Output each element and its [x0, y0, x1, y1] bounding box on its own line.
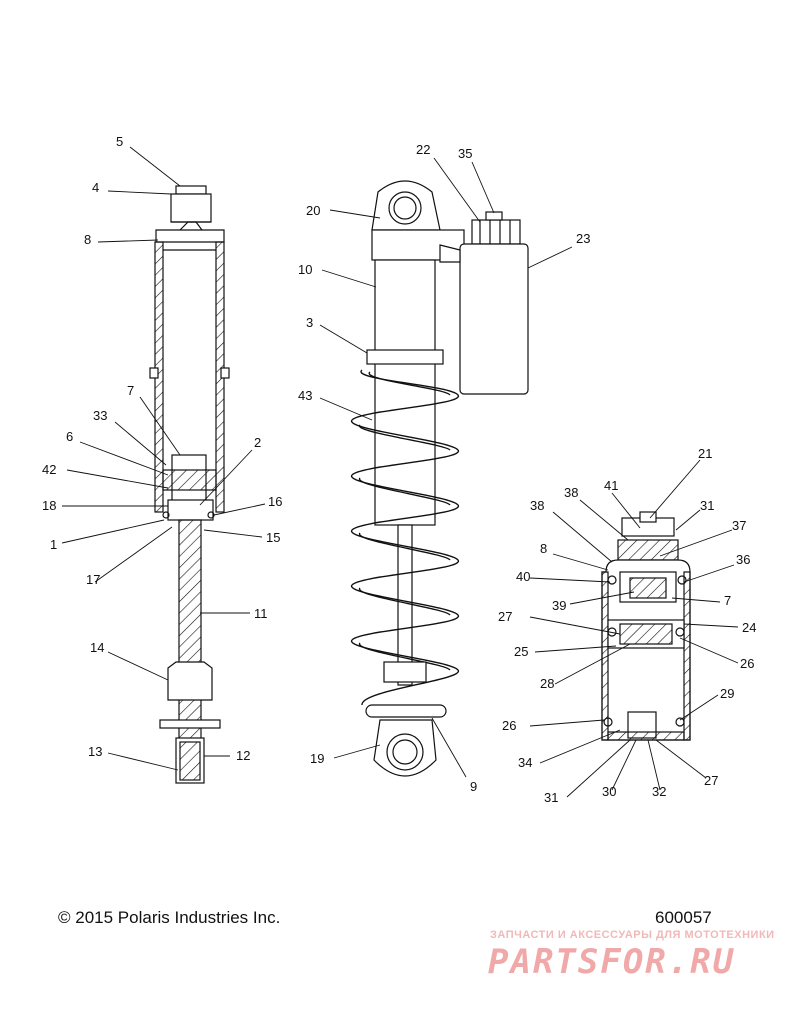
callout-7-right: 7	[724, 593, 731, 608]
shock-body	[374, 259, 436, 526]
callout-8-right: 8	[540, 541, 547, 556]
copyright-text: © 2015 Polaris Industries Inc.	[58, 908, 281, 927]
callout-26-right: 26	[740, 656, 754, 671]
callout-38: 38	[530, 498, 544, 513]
callout-21: 21	[698, 446, 712, 461]
callout-30: 30	[602, 784, 616, 799]
callout-34: 34	[518, 755, 532, 770]
coil-spring	[351, 369, 459, 706]
callout-31-bottom: 31	[544, 790, 558, 805]
callout-12: 12	[236, 748, 250, 763]
callout-37: 37	[732, 518, 746, 533]
callout-5: 5	[116, 134, 123, 149]
callout-18: 18	[42, 498, 56, 513]
callout-10: 10	[298, 262, 312, 277]
watermark-brand: PARTSFOR.RU	[488, 942, 736, 982]
callout-36: 36	[736, 552, 750, 567]
callout-9: 9	[470, 779, 477, 794]
callout-14: 14	[90, 640, 104, 655]
callout-25: 25	[514, 644, 528, 659]
callout-32: 32	[652, 784, 666, 799]
left-shock-section	[149, 185, 230, 784]
callout-19: 19	[310, 751, 324, 766]
callout-39: 39	[552, 598, 566, 613]
callout-1: 1	[50, 537, 57, 552]
callout-22: 22	[416, 142, 430, 157]
callout-6: 6	[66, 429, 73, 444]
callout-15: 15	[266, 530, 280, 545]
callout-20: 20	[306, 203, 320, 218]
callout-17: 17	[86, 572, 100, 587]
callout-40: 40	[516, 569, 530, 584]
reservoir-body	[459, 243, 529, 395]
callout-7: 7	[127, 383, 134, 398]
callout-11: 11	[254, 606, 268, 621]
callout-43: 43	[298, 388, 312, 403]
callout-24: 24	[742, 620, 756, 635]
callout-labels: 5 4 8 7 33 6 42 18 1 17 2 16 15 11 14 13…	[42, 134, 756, 805]
callout-27-top: 27	[498, 609, 512, 624]
callout-29: 29	[720, 686, 734, 701]
preload-collar	[366, 349, 444, 365]
callout-26-left: 26	[502, 718, 516, 733]
callout-42: 42	[42, 462, 56, 477]
callout-31-top: 31	[700, 498, 714, 513]
watermark-tagline: ЗАПЧАСТИ И АКСЕССУАРЫ ДЛЯ МОТОТЕХНИКИ	[490, 929, 775, 941]
callout-27-bottom: 27	[704, 773, 718, 788]
callout-8: 8	[84, 232, 91, 247]
callout-4: 4	[92, 180, 99, 195]
callout-13: 13	[88, 744, 102, 759]
callout-3: 3	[306, 315, 313, 330]
leader-lines	[61, 146, 739, 798]
right-reservoir-section	[601, 511, 691, 741]
callout-23: 23	[576, 231, 590, 246]
shock-top-cap	[175, 185, 207, 195]
diagram-number: 600057	[655, 908, 712, 927]
callout-33: 33	[93, 408, 107, 423]
callout-28: 28	[540, 676, 554, 691]
shock-top-eye	[170, 193, 212, 223]
callout-16: 16	[268, 494, 282, 509]
center-shock-assembly	[351, 180, 529, 777]
callout-35: 35	[458, 146, 472, 161]
bump-stop	[167, 661, 213, 701]
reservoir-cap	[471, 219, 521, 245]
callout-41: 41	[604, 478, 618, 493]
callout-2: 2	[254, 435, 261, 450]
callout-38-top: 38	[564, 485, 578, 500]
shock-shaft	[178, 519, 202, 746]
